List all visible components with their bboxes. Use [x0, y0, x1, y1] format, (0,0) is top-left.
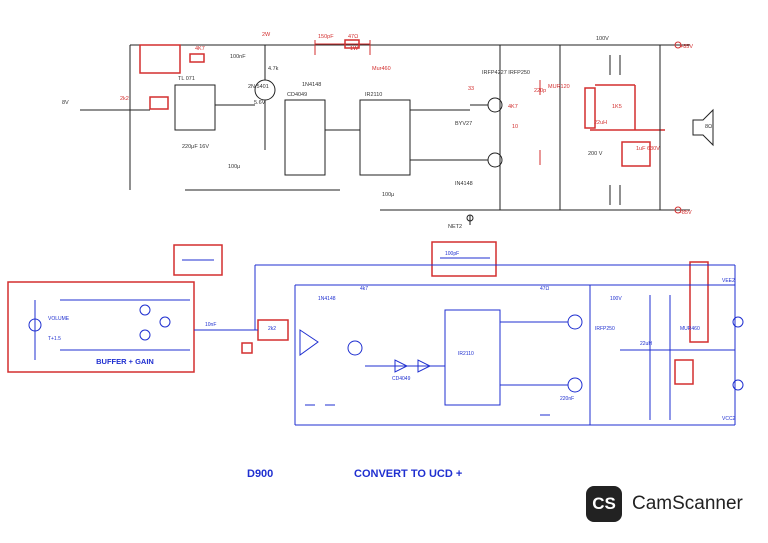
upper-label: Mur460 — [372, 66, 391, 72]
upper-label: 220μF 16V — [182, 144, 209, 150]
upper-label: 1W — [350, 46, 359, 52]
upper-label: NET2 — [448, 224, 462, 230]
lower-label: 4k7 — [360, 286, 368, 292]
upper-label: TL 071 — [178, 76, 195, 82]
upper-label: 100μ — [228, 164, 240, 170]
upper-schematic — [80, 39, 714, 225]
lower-label: 220nF — [560, 396, 574, 402]
upper-label: 8Ω — [705, 124, 712, 130]
upper-label: 1N4148 — [302, 82, 321, 88]
upper-label: MUR120 — [548, 84, 570, 90]
upper-label: 47Ω — [348, 34, 358, 40]
upper-label: -85V — [680, 210, 692, 216]
upper-label: 220p — [534, 88, 546, 94]
lower-label: 100V — [610, 296, 622, 302]
upper-label: +85V — [680, 44, 693, 50]
upper-label: 100μ — [382, 192, 394, 198]
camscanner-wordmark: CamScanner — [632, 493, 743, 514]
upper-label: 200 V — [588, 151, 603, 157]
lower-schematic — [7, 241, 744, 426]
lower-label: VEE2 — [722, 278, 735, 284]
upper-label: 5.6V — [254, 100, 266, 106]
lower-label: 100pF — [445, 251, 459, 257]
upper-label: 8V — [62, 100, 69, 106]
upper-label: 100nF — [230, 54, 246, 60]
lower-label: 1N4148 — [318, 296, 336, 302]
upper-label: 4K7 — [195, 46, 205, 52]
upper-label: 1K5 — [612, 104, 622, 110]
lower-label: 2k2 — [268, 326, 276, 332]
upper-label: IRFP4227 IRFP250 — [482, 70, 530, 76]
upper-label: 1uF 630V — [636, 146, 660, 152]
lower-label: IRFP250 — [595, 326, 615, 332]
lower-label: CD4049 — [392, 376, 411, 382]
camscanner-logo-icon: CS — [586, 486, 622, 522]
caption-d900: D900 — [247, 468, 274, 480]
buffer-gain-label: BUFFER + GAIN — [96, 357, 154, 366]
lower-label: 22uH — [640, 341, 652, 347]
upper-label: 22uH — [594, 120, 607, 126]
lower-label: T+1.5 — [48, 336, 61, 342]
upper-label: 2N 5401 — [248, 84, 269, 90]
upper-label: 2W — [262, 32, 271, 38]
upper-label: 2k2 — [120, 96, 129, 102]
upper-label: 4K7 — [508, 104, 518, 110]
lower-label: IR2110 — [458, 351, 474, 357]
upper-label: CD4049 — [287, 92, 307, 98]
upper-labels: 2k2 4K7 2W 150pF 47Ω Mur460 1N4148 TL 071CD4049… — [62, 32, 712, 230]
upper-label: 100V — [596, 36, 609, 42]
lower-label: 47Ω — [540, 286, 550, 292]
upper-label: 10 — [512, 124, 518, 130]
upper-label: IN4148 — [455, 181, 473, 187]
upper-label: BYV27 — [455, 121, 472, 127]
lower-label: VCC2 — [722, 416, 736, 422]
caption-convert: CONVERT TO UCD + — [354, 468, 463, 480]
upper-label: 33 — [468, 86, 474, 92]
upper-label: 4.7k — [268, 66, 279, 72]
upper-label: IR2110 — [365, 92, 382, 98]
upper-label: 150pF — [318, 34, 334, 40]
lower-label: MUR460 — [680, 326, 700, 332]
lower-label: 10nF — [205, 322, 216, 328]
lower-label: VOLUME — [48, 316, 70, 322]
